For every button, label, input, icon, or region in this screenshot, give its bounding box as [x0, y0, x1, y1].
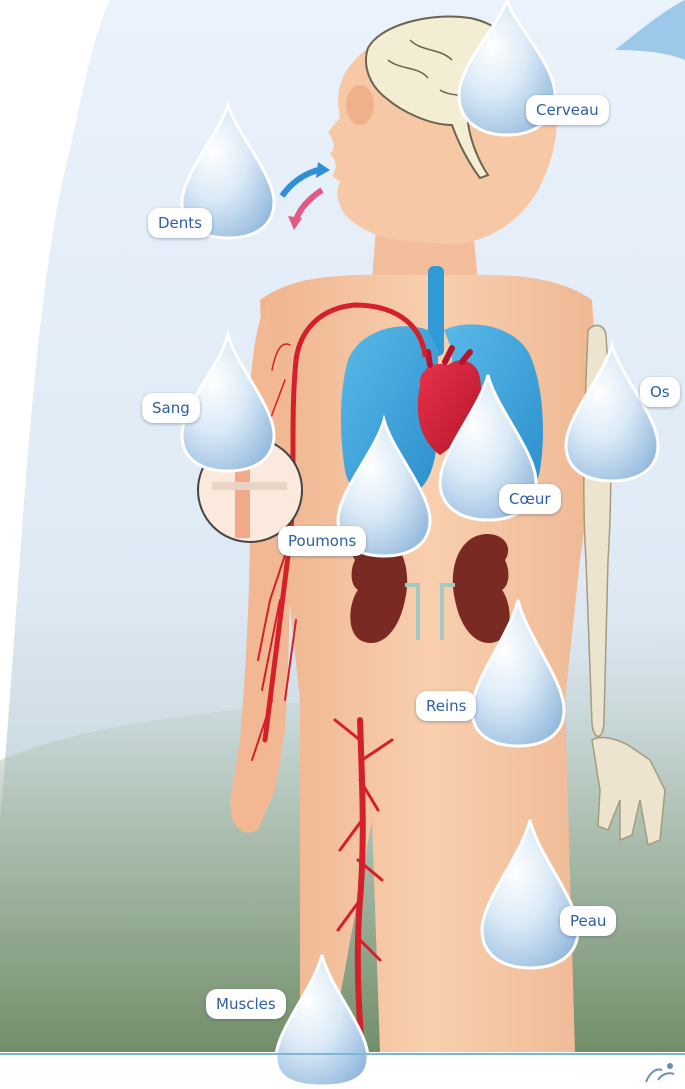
label-coeur: Cœur	[499, 484, 561, 514]
label-sang: Sang	[142, 393, 200, 423]
bottom-divider	[0, 1053, 685, 1055]
label-muscles: Muscles	[206, 989, 286, 1019]
label-os: Os	[640, 377, 680, 407]
label-cerveau: Cerveau	[526, 95, 609, 125]
label-dents: Dents	[148, 208, 212, 238]
label-poumons: Poumons	[278, 526, 366, 556]
label-peau: Peau	[560, 906, 616, 936]
logo-mark-icon	[640, 1058, 682, 1088]
label-reins: Reins	[416, 691, 476, 721]
